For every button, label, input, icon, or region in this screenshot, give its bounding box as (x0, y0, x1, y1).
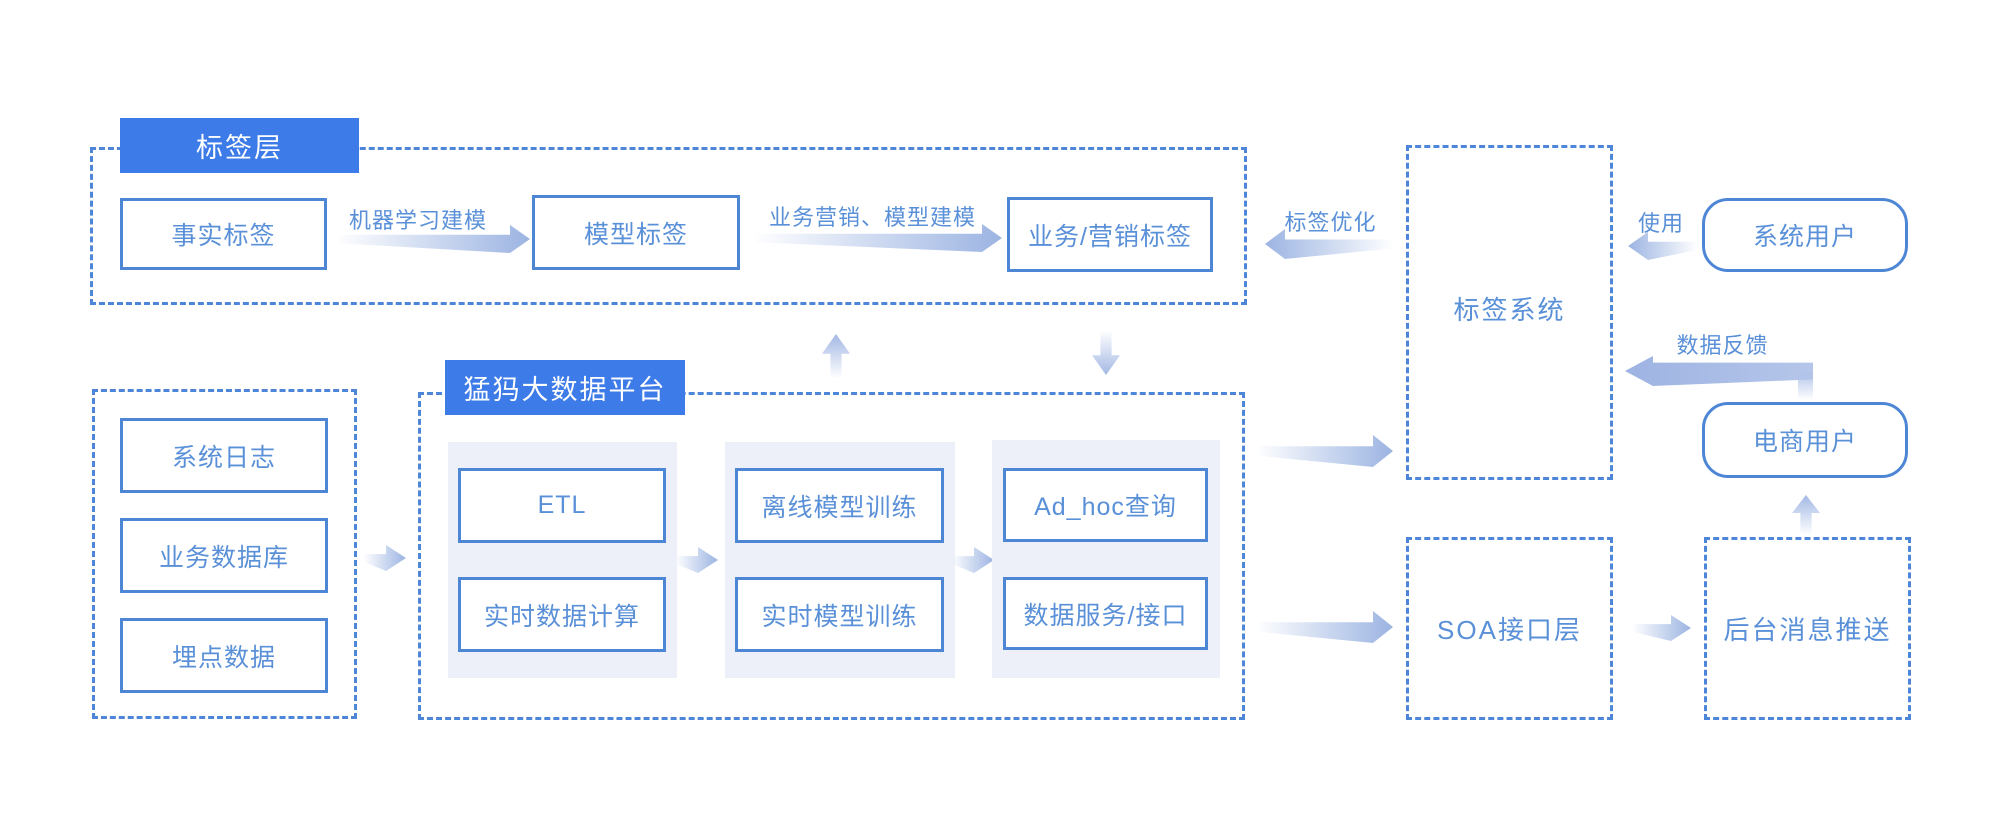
node-model-label: 模型标签 (532, 195, 740, 270)
node-realtime-compute: 实时数据计算 (458, 577, 666, 652)
node-fact-label: 事实标签 (120, 198, 327, 270)
node-ecommerce-user: 电商用户 (1702, 402, 1908, 478)
data-feedback-arrow (1625, 356, 1813, 386)
push-to-ecommerce-arrow (1792, 495, 1820, 535)
data-feedback-arrow-label: 数据反馈 (1676, 333, 1769, 358)
node-system-user: 系统用户 (1702, 198, 1908, 272)
node-business-database: 业务数据库 (120, 518, 328, 593)
tag-system-title: 标签系统 (1453, 294, 1566, 325)
ml-modeling-arrow-label: 机器学习建模 (348, 208, 487, 233)
soa-layer-container (1406, 537, 1613, 720)
message-push-container (1704, 537, 1911, 720)
node-realtime-training: 实时模型训练 (735, 577, 944, 652)
node-etl: ETL (458, 468, 666, 543)
platform-container (418, 392, 1245, 720)
node-biz-marketing-label: 业务/营销标签 (1007, 197, 1213, 272)
platform-to-soa-arrow (1258, 611, 1393, 643)
label-layer-title: 标签层 (120, 118, 359, 173)
tag-system-container (1406, 145, 1613, 480)
soa-layer-title: SOA接口层 (1437, 614, 1582, 645)
platform-to-labels-arrow (822, 334, 850, 378)
node-system-logs: 系统日志 (120, 418, 328, 493)
soa-to-push-arrow (1633, 615, 1691, 641)
node-offline-training: 离线模型训练 (735, 468, 944, 543)
message-push-title: 后台消息推送 (1723, 614, 1892, 645)
node-data-service: 数据服务/接口 (1003, 577, 1208, 650)
use-arrow-label: 使用 (1637, 211, 1684, 236)
biz-modeling-arrow-label: 业务营销、模型建模 (768, 205, 976, 230)
platform-title: 猛犸大数据平台 (445, 360, 685, 415)
tag-optimize-arrow-label: 标签优化 (1284, 210, 1377, 235)
sources-to-platform-arrow (364, 545, 406, 571)
data-sources-container (92, 389, 357, 719)
node-adhoc-query: Ad_hoc查询 (1003, 468, 1208, 542)
labels-to-platform-arrow (1092, 331, 1120, 375)
label-layer-container (90, 147, 1247, 305)
node-tracking-data: 埋点数据 (120, 618, 328, 693)
platform-to-tagsystem-arrow (1258, 435, 1393, 467)
data-feedback-arrow-elbow (1798, 372, 1813, 400)
